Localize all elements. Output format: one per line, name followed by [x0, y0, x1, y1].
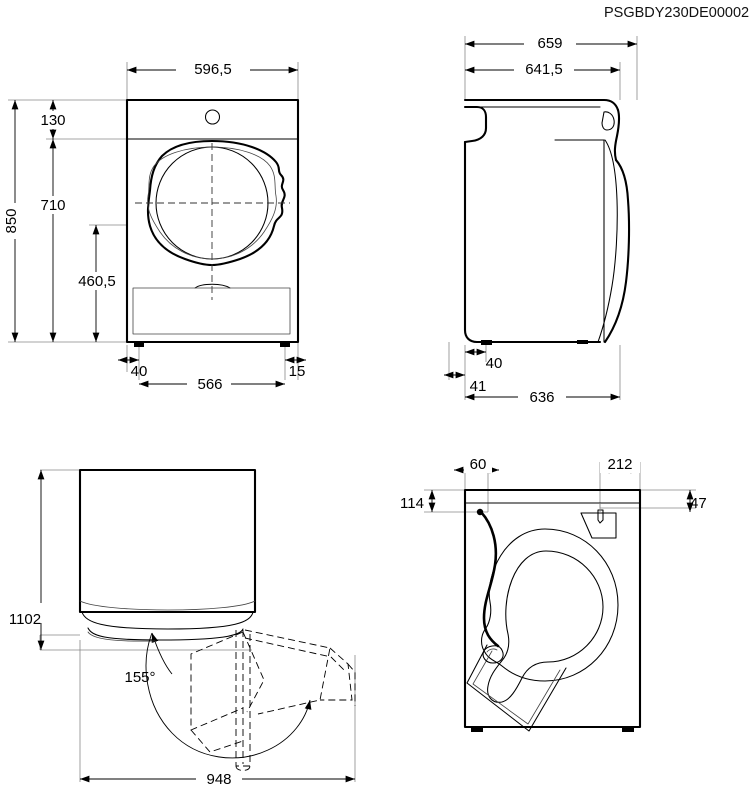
front-dim-panel-height-value: 130 — [40, 112, 65, 129]
cable-entry-point — [476, 508, 484, 516]
rear-view: 60 212 114 47 — [400, 455, 707, 732]
side-dim-depth-body: 641,5 — [464, 60, 621, 78]
rear-foot-left — [471, 727, 483, 732]
door-position-outermost — [347, 663, 356, 706]
rear-foot-right — [622, 727, 634, 732]
rear-dim-cable-height-value: 114 — [400, 495, 424, 512]
front-dim-height-total: 850 — [3, 99, 28, 343]
side-door-inner-profile — [597, 139, 618, 343]
door-position-vertical-end — [235, 765, 251, 771]
front-view: 596,5 850 130 710 — [3, 60, 307, 393]
side-dim-rear-offset: 41 — [443, 371, 487, 395]
front-dim-foot-right-value: 15 — [289, 363, 306, 380]
door-position-right — [244, 629, 331, 715]
front-dim-foot-left: 40 — [117, 356, 148, 380]
side-foot-rear — [577, 340, 588, 344]
front-dim-foot-left-value: 40 — [131, 363, 148, 380]
top-dim-depth-open: 1102 — [6, 469, 45, 651]
top-dim-depth-open-value: 1102 — [9, 611, 41, 628]
side-view: 659 641,5 40 41 636 — [443, 34, 638, 406]
front-dim-door-center-height-value: 460,5 — [78, 273, 116, 290]
door-position-vertical — [235, 630, 251, 767]
side-dim-foot: 40 — [464, 348, 503, 372]
top-dim-width-open: 948 — [79, 770, 356, 788]
side-rear-shoulder — [463, 105, 488, 144]
front-cabinet-outline — [125, 98, 300, 344]
side-dim-depth-body-value: 641,5 — [525, 61, 563, 78]
door-position-right-tail — [320, 647, 353, 701]
drawing-code-label: PSGBDY230DE00002 — [604, 5, 749, 21]
side-door-outer-profile — [603, 158, 631, 344]
door-swing-arc — [145, 632, 312, 759]
door-position-diagonal-left-tail — [190, 729, 244, 753]
door-open-positions — [190, 629, 356, 771]
rear-outlet-box — [580, 512, 617, 539]
side-foot-front — [481, 340, 492, 345]
front-dim-body-height-value: 710 — [40, 197, 65, 214]
side-dim-depth-base-value: 636 — [529, 389, 554, 406]
power-plug-icon — [482, 645, 504, 664]
front-drawer-panel — [132, 287, 291, 335]
front-dim-foot-span-value: 566 — [197, 376, 222, 393]
rear-dim-panel-depth-value: 47 — [690, 495, 707, 512]
side-dim-depth-total: 659 — [464, 34, 638, 52]
power-plug-detail — [486, 648, 498, 653]
top-dim-door-angle: 155° — [124, 632, 173, 686]
front-dim-height-total-value: 850 — [3, 208, 20, 233]
top-front-seam — [79, 600, 256, 611]
side-top-front-bevel — [613, 108, 621, 162]
front-foot-left — [134, 342, 144, 347]
top-view-door-swing: 1102 948 155° — [6, 468, 356, 788]
rear-service-panel-inner — [472, 650, 561, 725]
rear-drum-outer — [480, 528, 619, 682]
door-position-right-tail-inner — [330, 656, 347, 673]
top-cabinet-outline — [78, 468, 257, 614]
door-position-mid — [242, 631, 265, 713]
side-rear-wall — [463, 140, 479, 344]
rear-cabinet-outline — [463, 488, 642, 729]
side-dim-depth-total-value: 659 — [537, 35, 562, 52]
front-dim-door-center-height: 460,5 — [72, 224, 122, 343]
rear-dim-outlet-offset-value: 212 — [607, 456, 632, 473]
side-dim-depth-base: 636 — [464, 388, 621, 406]
control-knob-icon — [204, 109, 221, 125]
top-view-extension-lines — [39, 469, 356, 782]
rear-service-panel — [466, 644, 567, 732]
side-dim-rear-offset-value: 41 — [470, 378, 487, 395]
rear-outlet-connector-icon — [597, 509, 604, 524]
rear-dim-cable-offset: 60 — [453, 455, 500, 474]
rear-dim-outlet-offset: 212 — [599, 455, 641, 474]
rear-dim-cable-height: 114 — [400, 489, 436, 513]
power-cable — [479, 510, 500, 648]
top-front-rounded-edge — [81, 611, 254, 630]
side-dim-foot-value: 40 — [486, 355, 503, 372]
front-foot-right — [280, 342, 290, 347]
rear-dim-cable-offset-value: 60 — [470, 456, 487, 473]
front-dim-width-value: 596,5 — [194, 61, 232, 78]
door-position-right-inner — [244, 637, 332, 658]
front-dim-foot-span: 566 — [138, 375, 286, 393]
top-door-handle-edge — [87, 631, 156, 642]
top-dim-door-angle-value: 155° — [124, 669, 155, 686]
front-dim-foot-right: 15 — [284, 356, 307, 380]
side-top-cover — [463, 98, 620, 112]
door-position-diagonal-left — [190, 631, 244, 731]
rear-drum-inner — [487, 550, 604, 703]
top-door-closed-edge — [87, 627, 244, 641]
side-handle-notch — [601, 111, 615, 131]
rear-dim-panel-depth: 47 — [686, 489, 707, 513]
side-view-extension-lines — [448, 36, 638, 400]
front-dim-body-height: 710 — [33, 138, 73, 343]
top-dim-width-open-value: 948 — [206, 771, 231, 788]
front-dim-panel-height: 130 — [32, 99, 74, 140]
front-dim-width: 596,5 — [126, 60, 299, 78]
drawer-handle-notch — [194, 283, 231, 289]
door-outer-ring — [146, 139, 286, 267]
